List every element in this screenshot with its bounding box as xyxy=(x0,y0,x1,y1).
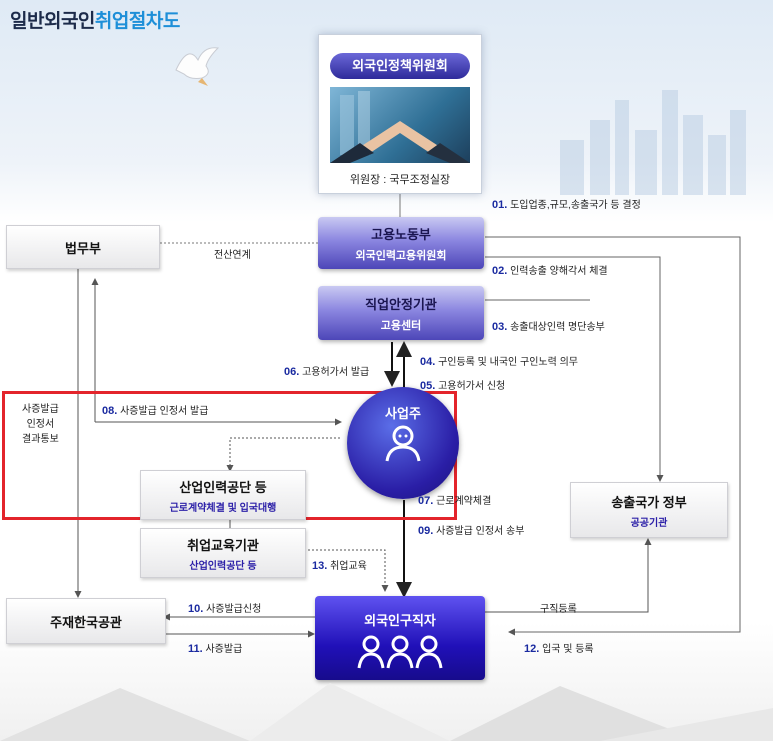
step-09-label: 09. 사증발급 인정서 송부 xyxy=(418,525,525,537)
step-06-label: 06. 고용허가서 발급 xyxy=(284,366,370,378)
korean-embassy-node: 주재한국공관 xyxy=(6,598,166,644)
step-01-label: 01. 도입업종,규모,송출국가 등 결정 xyxy=(492,199,641,211)
dove-icon xyxy=(175,47,220,86)
step-02-label: 02. 인력송출 양해각서 체결 xyxy=(492,265,608,277)
training-org-node: 취업교육기관 산업인력공단 등 xyxy=(140,528,306,578)
hrd-agency-node: 산업인력공단 등 근로계약체결 및 입국대행 xyxy=(140,470,306,520)
job-center-node: 직업안정기관 고용센터 xyxy=(318,286,484,340)
node-name: 고용노동부 xyxy=(371,226,431,242)
committee-name: 외국인정책위원회 xyxy=(330,53,470,79)
committee-chair: 위원장 : 국무조정실장 xyxy=(349,174,451,186)
people-group-icon xyxy=(357,635,443,669)
step-13-label: 13. 취업교육 xyxy=(312,560,367,572)
checkered-floor-decoration xyxy=(0,683,773,741)
person-icon xyxy=(385,425,421,462)
online-link-label: 전산연계 xyxy=(214,250,251,261)
node-sub: 고용센터 xyxy=(380,319,422,332)
handshake-photo xyxy=(330,87,470,163)
node-name: 사업주 xyxy=(385,406,421,421)
node-name: 송출국가 정부 xyxy=(611,494,687,510)
node-name: 직업안정기관 xyxy=(365,296,437,312)
handshake-icon xyxy=(330,91,470,163)
node-sub: 공공기관 xyxy=(630,517,668,529)
ministry-of-labor-node: 고용노동부 외국인력고용위원회 xyxy=(318,217,484,269)
node-sub: 외국인력고용위원회 xyxy=(355,249,447,262)
employer-node: 사업주 xyxy=(347,387,459,499)
foreign-job-seeker-node: 외국인구직자 xyxy=(315,596,485,680)
foreign-policy-committee-card: 외국인정책위원회 위원장 : 국무조정실장 xyxy=(318,34,482,194)
node-sub: 근로계약체결 및 입국대행 xyxy=(169,502,277,514)
step-08-label: 08. 사증발급 인정서 발급 xyxy=(102,405,209,417)
node-name: 취업교육기관 xyxy=(187,537,259,553)
city-skyline-background xyxy=(560,90,746,195)
step-05-label: 05. 고용허가서 신청 xyxy=(420,380,506,392)
node-name: 주재한국공관 xyxy=(50,614,122,630)
node-sub: 산업인력공단 등 xyxy=(189,560,257,572)
node-name: 법무부 xyxy=(65,240,101,256)
node-name: 산업인력공단 등 xyxy=(179,479,267,495)
step-11-label: 11. 사증발급 xyxy=(188,643,243,655)
sending-government-node: 송출국가 정부 공공기관 xyxy=(570,482,728,538)
node-name: 외국인구직자 xyxy=(364,613,436,628)
job-registration-label: 구직등록 xyxy=(540,604,577,615)
visa-result-notice-label: 사증발급 인정서 결과통보 xyxy=(22,404,59,445)
ministry-of-justice-node: 법무부 xyxy=(6,225,160,269)
step-10-label: 10. 사증발급신청 xyxy=(188,603,262,615)
step-04-label: 04. 구인등록 및 내국인 구인노력 의무 xyxy=(420,356,578,368)
page-title: 일반외국인취업절차도 xyxy=(10,11,180,32)
step-12-label: 12. 입국 및 등록 xyxy=(524,643,594,655)
step-03-label: 03. 송출대상인력 명단송부 xyxy=(492,321,605,333)
step-07-label: 07. 근로계약체결 xyxy=(418,495,492,507)
